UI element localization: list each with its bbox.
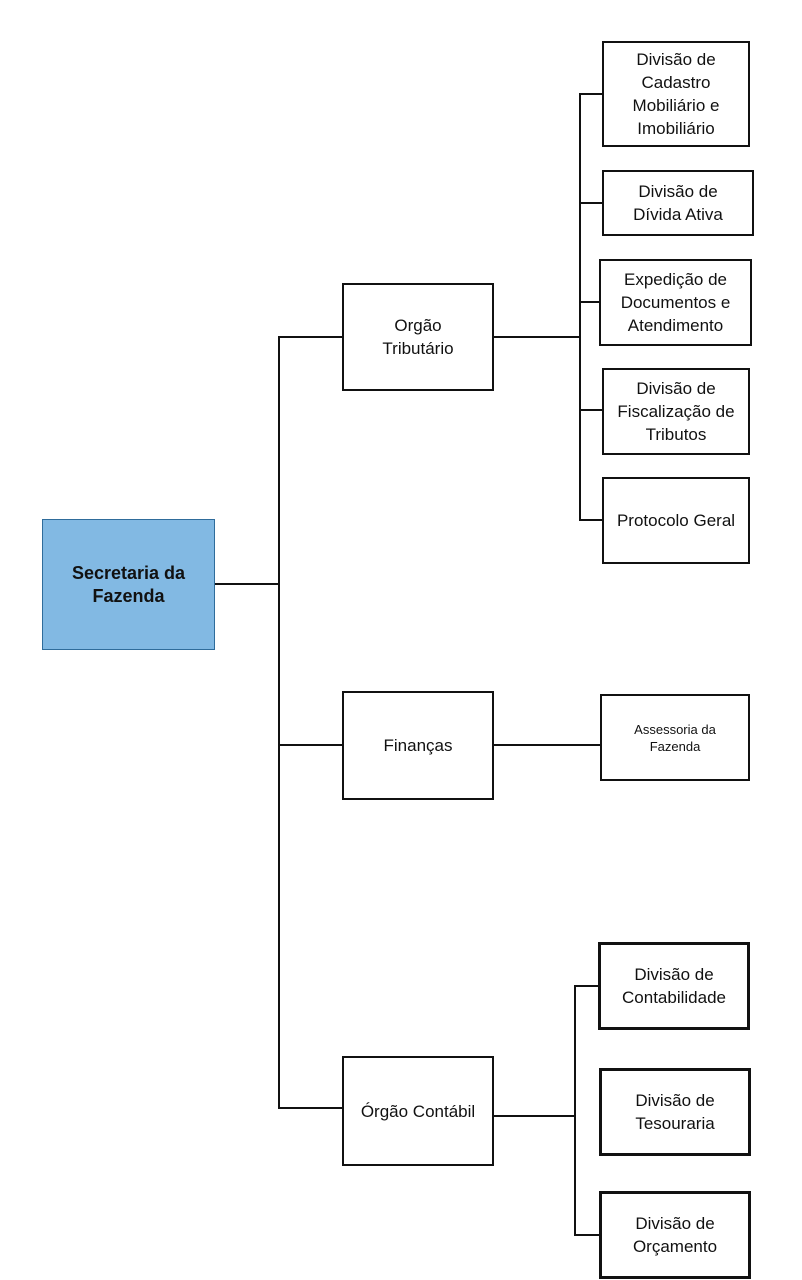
leaf-label: Divisão de Tesouraria: [635, 1091, 715, 1133]
leaf-label: Divisão de Fiscalização de Tributos: [617, 379, 735, 444]
leaf-node-orcamento: Divisão de Orçamento: [599, 1191, 751, 1279]
leaf-label: Divisão de Contabilidade: [622, 965, 726, 1007]
leaf-node-cadastro: Divisão de Cadastro Mobiliário e Imobili…: [602, 41, 750, 147]
leaf-node-divida-ativa: Divisão de Dívida Ativa: [602, 170, 754, 236]
leaf-label: Protocolo Geral: [616, 511, 736, 530]
leaf-label: Divisão de Dívida Ativa: [633, 182, 723, 224]
branch-node-financas: Finanças: [342, 691, 494, 800]
root-node-secretaria: Secretaria da Fazenda: [42, 519, 215, 650]
leaf-node-tesouraria: Divisão de Tesouraria: [599, 1068, 751, 1156]
leaf-node-assessoria: Assessoria da Fazenda: [600, 694, 750, 781]
leaf-node-contabilidade: Divisão de Contabilidade: [598, 942, 750, 1030]
branch-label: Orgão Tributário: [382, 316, 454, 358]
leaf-node-fiscalizacao: Divisão de Fiscalização de Tributos: [602, 368, 750, 455]
leaf-label: Expedição de Documentos e Atendimento: [620, 270, 731, 335]
root-label: Secretaria da Fazenda: [71, 562, 186, 606]
leaf-label: Divisão de Orçamento: [632, 1214, 718, 1256]
branch-node-orgao-tributario: Orgão Tributário: [342, 283, 494, 391]
branch-node-orgao-contabil: Órgão Contábil: [342, 1056, 494, 1166]
leaf-label: Divisão de Cadastro Mobiliário e Imobili…: [632, 50, 720, 138]
leaf-node-expedicao: Expedição de Documentos e Atendimento: [599, 259, 752, 346]
branch-label: Finanças: [383, 736, 453, 755]
leaf-node-protocolo-geral: Protocolo Geral: [602, 477, 750, 564]
branch-label: Órgão Contábil: [360, 1101, 476, 1121]
leaf-label: Assessoria da Fazenda: [634, 721, 716, 754]
